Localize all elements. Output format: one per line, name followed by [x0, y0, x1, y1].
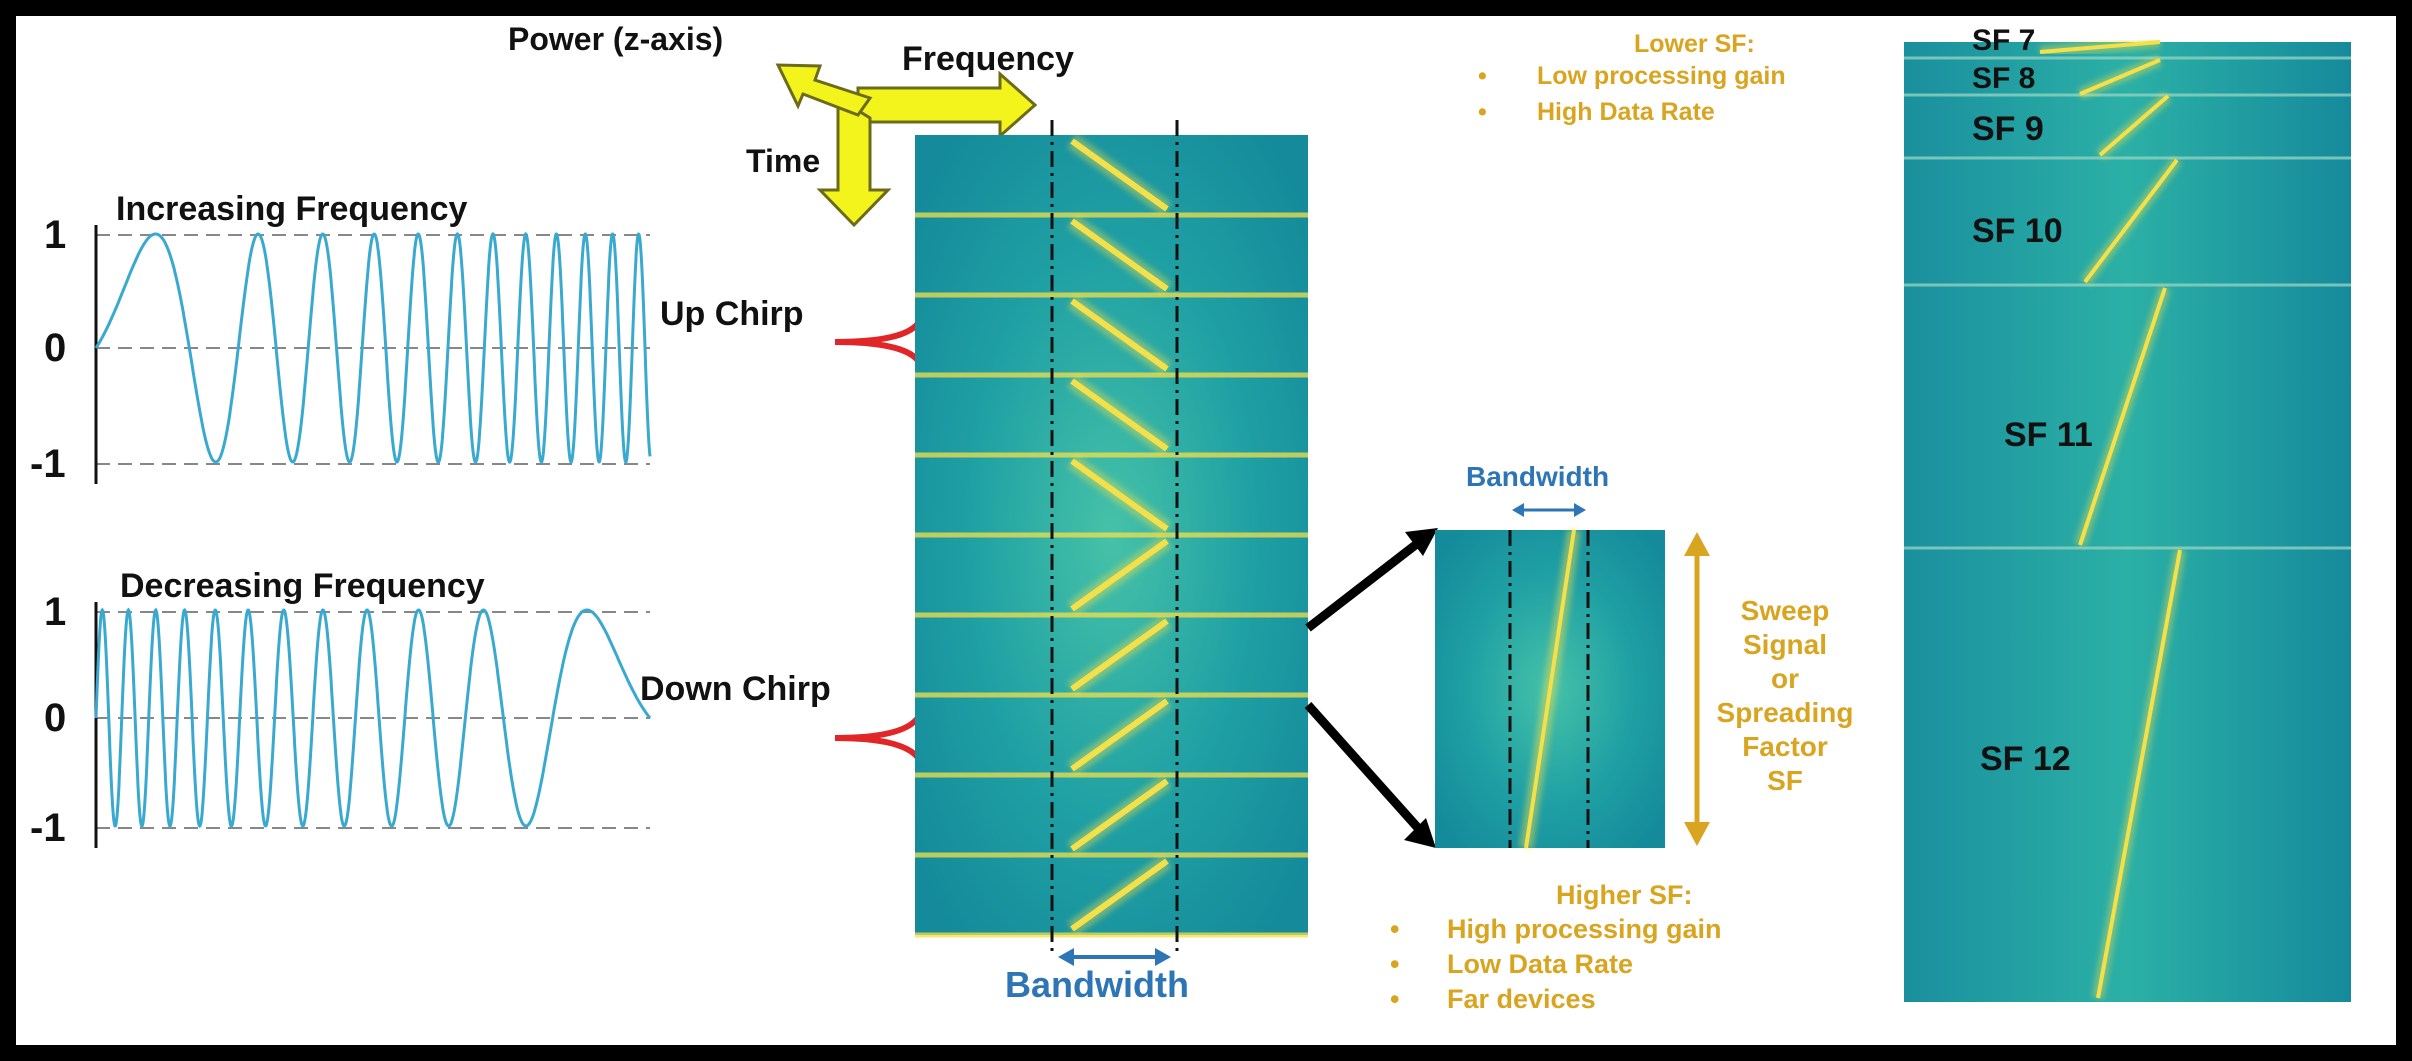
increasing-frequency-wave — [94, 231, 652, 465]
down-chirp-label: Down Chirp — [640, 670, 831, 708]
higher-sf-item: Low Data Rate — [1447, 949, 1633, 979]
higher-sf-item: Far devices — [1447, 984, 1596, 1014]
sweep-double-arrow-icon — [1684, 532, 1710, 846]
sweep-label-line: Spreading — [1717, 697, 1854, 728]
sweep-label: Sweep Signal or Spreading Factor SF — [1717, 595, 1854, 796]
down-chirp-trace — [1070, 538, 1169, 612]
bullet-icon: • — [1390, 949, 1399, 979]
up-chirp-trace — [1070, 218, 1169, 292]
tick-label: 1 — [44, 590, 66, 634]
sf-panel-label: SF 12 — [1980, 740, 2071, 778]
sf-panel-label: SF 10 — [1972, 212, 2063, 250]
higher-sf-title: Higher SF: — [1556, 880, 1693, 910]
tick-label: -1 — [30, 806, 66, 850]
higher-sf-item: High processing gain — [1447, 914, 1722, 944]
up-chirp-trace — [1070, 298, 1169, 372]
sf-chirp-trace — [2096, 549, 2182, 999]
higher-sf-notes: Higher SF: • High processing gain • Low … — [1390, 880, 1722, 1014]
sf-chirp-trace — [2098, 94, 2170, 157]
time-axis-label: Time — [746, 143, 820, 179]
sweep-label-line: Sweep — [1741, 595, 1830, 626]
sweep-label-line: Factor — [1742, 731, 1828, 762]
sf-panel-label: SF 11 — [2004, 416, 2093, 454]
sweep-label-line: Signal — [1743, 629, 1827, 660]
tick-label: 0 — [44, 326, 66, 370]
sf-panel-label: SF 8 — [1972, 62, 2035, 95]
zoomed-spectrogram — [1435, 528, 1665, 850]
axes-arrows-icon — [775, 63, 1038, 228]
down-chirp-trace — [1070, 698, 1169, 772]
sf-chirp-trace — [2083, 158, 2179, 284]
sf-panel-label: SF 9 — [1972, 110, 2044, 148]
increasing-frequency-plot: Increasing Frequency 1 0 -1 — [30, 190, 652, 486]
up-chirp-trace — [1070, 138, 1169, 212]
frequency-axis-label: Frequency — [902, 40, 1074, 78]
bandwidth-label: Bandwidth — [1005, 964, 1189, 1005]
sf-chirp-trace — [2039, 40, 2161, 54]
sf-chirp-trace — [2079, 58, 2161, 96]
lower-sf-item: Low processing gain — [1537, 62, 1786, 90]
wave-title: Increasing Frequency — [116, 190, 468, 228]
bullet-icon: • — [1390, 914, 1399, 944]
decreasing-frequency-plot: Decreasing Frequency 1 0 -1 — [30, 567, 652, 850]
tick-label: -1 — [30, 442, 66, 486]
bullet-icon: • — [1478, 62, 1487, 90]
lower-sf-notes: Lower SF: • Low processing gain • High D… — [1478, 30, 1786, 126]
bullet-icon: • — [1390, 984, 1399, 1014]
tick-label: 1 — [44, 213, 66, 257]
sf-panel-label: SF 7 — [1972, 24, 2035, 57]
tick-label: 0 — [44, 696, 66, 740]
zoom-arrows-icon — [1304, 528, 1438, 848]
up-chirp-trace — [1070, 458, 1169, 532]
decreasing-frequency-wave — [94, 607, 652, 829]
bandwidth-arrow-icon — [1058, 948, 1171, 966]
up-chirp-trace — [1070, 378, 1169, 452]
chirp-spectrogram — [915, 120, 1308, 955]
up-chirp-label: Up Chirp — [660, 295, 804, 333]
lower-sf-title: Lower SF: — [1634, 30, 1755, 58]
bullet-icon: • — [1478, 98, 1487, 126]
down-chirp-trace — [1070, 778, 1169, 852]
sweep-label-line: SF — [1767, 765, 1803, 796]
sf-spectrogram-stack: SF 7 SF 8 SF 9 SF 10 SF 11 SF 12 — [1904, 24, 2351, 1002]
down-chirp-trace — [1070, 618, 1169, 692]
zoom-bandwidth-label: Bandwidth — [1466, 461, 1609, 492]
down-chirp-trace — [1070, 858, 1169, 932]
lower-sf-item: High Data Rate — [1537, 98, 1715, 126]
sweep-label-line: or — [1771, 663, 1799, 694]
sf-chirp-trace — [2078, 287, 2167, 546]
zoom-bandwidth-arrow-icon — [1512, 503, 1586, 517]
wave-title: Decreasing Frequency — [120, 567, 485, 605]
power-axis-label: Power (z-axis) — [508, 21, 723, 57]
